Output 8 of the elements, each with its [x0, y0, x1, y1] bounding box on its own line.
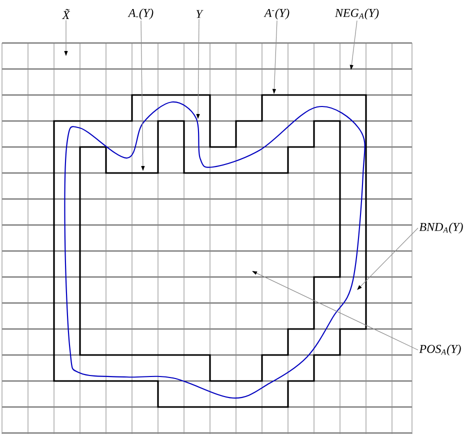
leader-line	[357, 228, 418, 290]
set-label: POS$_{A}$(Y)	[419, 344, 461, 356]
set-label: X̃	[62, 9, 70, 19]
set-label: A$_{-}$(Y)	[128, 8, 154, 20]
set-label: BND$_{A}$(Y)	[419, 222, 463, 234]
set-label: NEG$_{A}$(Y)	[334, 8, 379, 20]
set-label: Y	[196, 10, 204, 18]
set-label: A$^{-}$(Y)	[264, 8, 290, 20]
